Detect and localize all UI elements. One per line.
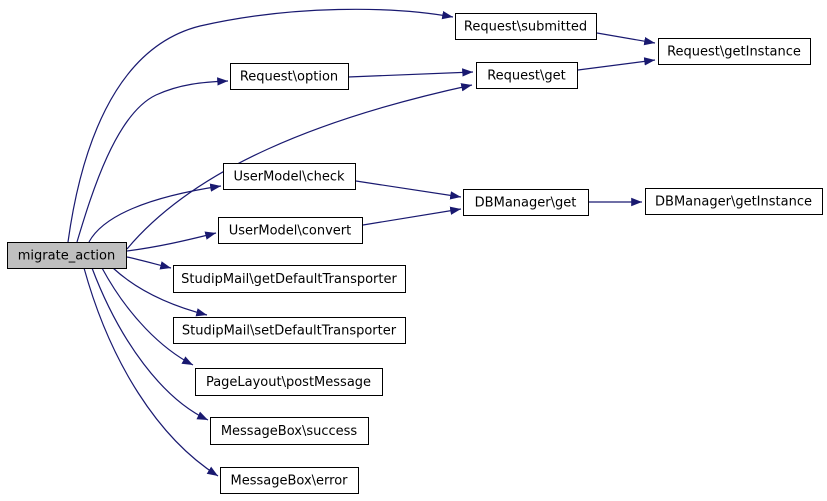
node-box-messagebox_success[interactable] <box>210 417 369 445</box>
node-request_submitted[interactable]: Request\submitted <box>455 13 597 40</box>
node-box-studipmail_setdefaulttransporter[interactable] <box>173 317 406 344</box>
node-box-usermodel_convert[interactable] <box>218 217 363 244</box>
edge-migrate_action-to-usermodel_check <box>88 183 222 243</box>
node-label-messagebox_success: MessageBox\success <box>221 424 358 439</box>
edge-usermodel_check-to-dbmanager_get <box>355 180 462 200</box>
node-box-request_getinstance[interactable] <box>658 38 811 65</box>
node-migrate_action: migrate_action <box>7 242 127 269</box>
node-dbmanager_get[interactable]: DBManager\get <box>463 189 589 216</box>
edge-request_option-to-request_get <box>347 68 474 78</box>
node-studipmail_getdefaulttransporter[interactable]: StudipMail\getDefaultTransporter <box>173 265 406 293</box>
node-label-usermodel_check: UserModel\check <box>233 170 345 185</box>
node-dbmanager_getinstance[interactable]: DBManager\getInstance <box>645 188 823 215</box>
node-messagebox_error[interactable]: MessageBox\error <box>220 467 359 494</box>
node-label-dbmanager_getinstance: DBManager\getInstance <box>655 195 812 210</box>
node-label-dbmanager_get: DBManager\get <box>475 196 577 211</box>
edge-migrate_action-to-request_get <box>126 83 473 250</box>
node-box-messagebox_error[interactable] <box>220 467 359 494</box>
node-label-messagebox_error: MessageBox\error <box>231 474 349 489</box>
node-messagebox_success[interactable]: MessageBox\success <box>210 417 369 445</box>
edge-migrate_action-to-messagebox_error <box>83 267 219 477</box>
node-label-pagelayout_postmessage: PageLayout\postMessage <box>206 375 371 390</box>
edge-request_get-to-request_getinstance <box>577 57 656 71</box>
node-label-studipmail_getdefaulttransporter: StudipMail\getDefaultTransporter <box>181 272 397 287</box>
edge-usermodel_convert-to-dbmanager_get <box>362 206 462 226</box>
edge-migrate_action-to-request_option <box>76 77 229 243</box>
node-label-request_submitted: Request\submitted <box>464 20 587 35</box>
node-box-request_option[interactable] <box>230 63 349 90</box>
edge-request_submitted-to-request_getinstance <box>596 32 656 46</box>
node-box-studipmail_getdefaulttransporter[interactable] <box>173 265 406 293</box>
edge-migrate_action-to-usermodel_convert <box>126 231 217 252</box>
node-request_option[interactable]: Request\option <box>230 63 349 90</box>
node-label-request_get: Request\get <box>487 69 566 84</box>
node-box-request_get[interactable] <box>476 62 578 89</box>
edge-migrate_action-to-studipmail_setdefaulttransporter <box>112 267 208 317</box>
node-studipmail_setdefaulttransporter[interactable]: StudipMail\setDefaultTransporter <box>173 317 406 344</box>
node-label-studipmail_setdefaulttransporter: StudipMail\setDefaultTransporter <box>182 324 397 339</box>
node-request_get[interactable]: Request\get <box>476 62 578 89</box>
edge-migrate_action-to-request_submitted <box>67 8 454 243</box>
edge-migrate_action-to-pagelayout_postmessage <box>101 267 194 366</box>
node-box-migrate_action <box>7 242 127 269</box>
edge-migrate_action-to-messagebox_success <box>91 267 209 421</box>
node-box-usermodel_check[interactable] <box>223 163 356 190</box>
node-usermodel_convert[interactable]: UserModel\convert <box>218 217 363 244</box>
node-box-dbmanager_get[interactable] <box>463 189 589 216</box>
node-label-migrate_action: migrate_action <box>18 249 115 264</box>
node-request_getinstance[interactable]: Request\getInstance <box>658 38 811 65</box>
node-label-request_getinstance: Request\getInstance <box>667 45 801 60</box>
node-box-pagelayout_postmessage[interactable] <box>195 368 383 396</box>
node-pagelayout_postmessage[interactable]: PageLayout\postMessage <box>195 368 383 396</box>
node-label-request_option: Request\option <box>240 70 338 85</box>
node-box-dbmanager_getinstance[interactable] <box>645 188 823 215</box>
edge-migrate_action-to-studipmail_getdefaulttransporter <box>126 256 172 270</box>
node-label-usermodel_convert: UserModel\convert <box>229 224 352 239</box>
node-usermodel_check[interactable]: UserModel\check <box>223 163 356 190</box>
node-box-request_submitted[interactable] <box>455 13 597 40</box>
